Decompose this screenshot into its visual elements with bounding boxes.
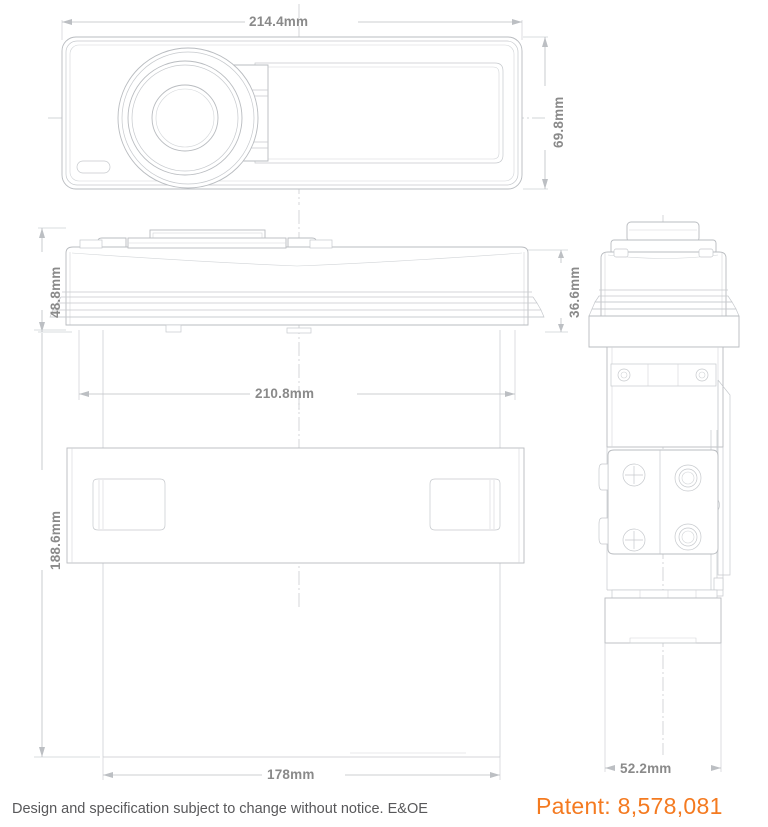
dim-36-arrow-bottom — [558, 324, 564, 332]
dim-label-body-height: 36.6mm — [567, 266, 582, 318]
front-view-body-inner-edges — [69, 252, 525, 325]
top-view-slot — [76, 160, 111, 174]
front-view-pedestal-clip-left — [79, 239, 103, 249]
side-view-pedestal-top — [626, 221, 700, 243]
front-view-main-body — [65, 246, 529, 326]
dim-69-8mm — [523, 36, 548, 190]
dim-label-total-height: 188.6mm — [48, 510, 63, 570]
dim-52-2mm — [604, 643, 722, 772]
side-view-head-clip-right — [698, 248, 714, 258]
dim-label-width-overall: 214.4mm — [249, 14, 309, 29]
front-view-geometry — [49, 210, 545, 410]
dim-label-base-width: 178mm — [267, 767, 315, 782]
dim-210-arrow-left — [79, 391, 89, 397]
side-view-foot-block — [604, 597, 722, 644]
dim-178-arrow-left — [103, 772, 113, 778]
dim-label-side-width: 52.2mm — [620, 761, 672, 776]
dim-label-height-with-mount: 48.8mm — [48, 266, 63, 318]
dim-214-4mm — [61, 19, 523, 40]
side-view-foot-band — [611, 589, 718, 599]
front-view-tab-right — [286, 327, 312, 334]
top-view-right-panel — [254, 62, 504, 164]
side-view-shaft-band — [610, 363, 717, 387]
dim-178-arrow-right — [490, 772, 500, 778]
side-view-hole-right-inner — [698, 371, 706, 379]
top-view-inner-edge — [65, 40, 519, 186]
front-view-rib-step-1 — [56, 296, 538, 304]
side-view-head-clip-left — [613, 248, 629, 258]
side-view-bore-top-inner — [681, 471, 695, 485]
side-view-hole-left-inner — [620, 371, 628, 379]
dim-214-arrow-left — [62, 19, 72, 25]
base-view-geometry — [66, 330, 525, 758]
dim-36-6mm — [528, 249, 568, 333]
dim-188-6mm — [34, 329, 100, 758]
dim-label-depth-overall: 69.8mm — [551, 96, 566, 148]
patent-number: Patent: 8,578,081 — [536, 793, 723, 819]
dim-178mm — [102, 757, 501, 780]
dim-48-arrow-top — [39, 228, 45, 238]
side-view-geometry — [588, 215, 740, 755]
dim-52-arrow-left — [605, 765, 615, 771]
top-view-geometry — [48, 4, 545, 205]
side-view-bore-bottom-mid — [678, 527, 698, 547]
front-view-pedestal-clip-right — [309, 239, 333, 249]
side-view-bracket-ear-top — [598, 463, 609, 491]
top-view-inner-edge-2 — [69, 44, 515, 182]
dim-36-arrow-top — [558, 250, 564, 258]
side-view-head — [600, 251, 727, 321]
dim-214-arrow-right — [512, 19, 522, 25]
top-view-lens-aperture — [151, 84, 219, 152]
top-view-right-panel-inner — [257, 66, 500, 160]
side-view-bore-top-mid — [678, 468, 698, 488]
base-clip-right — [429, 478, 501, 531]
side-view-shaft-upper — [606, 346, 724, 448]
dim-188-arrow-bottom — [39, 747, 45, 757]
side-view-hole-right — [695, 368, 709, 382]
side-view-bracket-ear-bottom — [598, 517, 609, 545]
side-view-foot-detail — [629, 637, 697, 644]
top-view-lens-ring-2 — [121, 51, 255, 185]
side-view-bore-bottom-inner — [681, 530, 695, 544]
base-clip-left — [92, 478, 166, 531]
dim-48-arrow-bottom — [39, 322, 45, 332]
side-view-collar-base — [588, 315, 740, 348]
dim-69-arrow-bottom — [542, 179, 548, 189]
front-view-tab-left — [165, 324, 182, 333]
side-view-hole-left — [617, 368, 631, 382]
top-view-lens-aperture-inner — [155, 88, 215, 148]
top-view-lens-ring-4 — [131, 64, 239, 172]
dim-210-arrow-right — [505, 391, 515, 397]
dim-48-8mm — [38, 227, 72, 333]
front-view-rib-step-2 — [52, 302, 542, 311]
disclaimer-note: Design and specification subject to chan… — [12, 801, 428, 817]
dim-69-arrow-top — [542, 37, 548, 47]
dim-210-8mm — [78, 330, 516, 400]
front-view-top-contour — [71, 252, 523, 267]
dim-52-arrow-right — [711, 765, 721, 771]
dim-label-body-width: 210.8mm — [255, 386, 315, 401]
